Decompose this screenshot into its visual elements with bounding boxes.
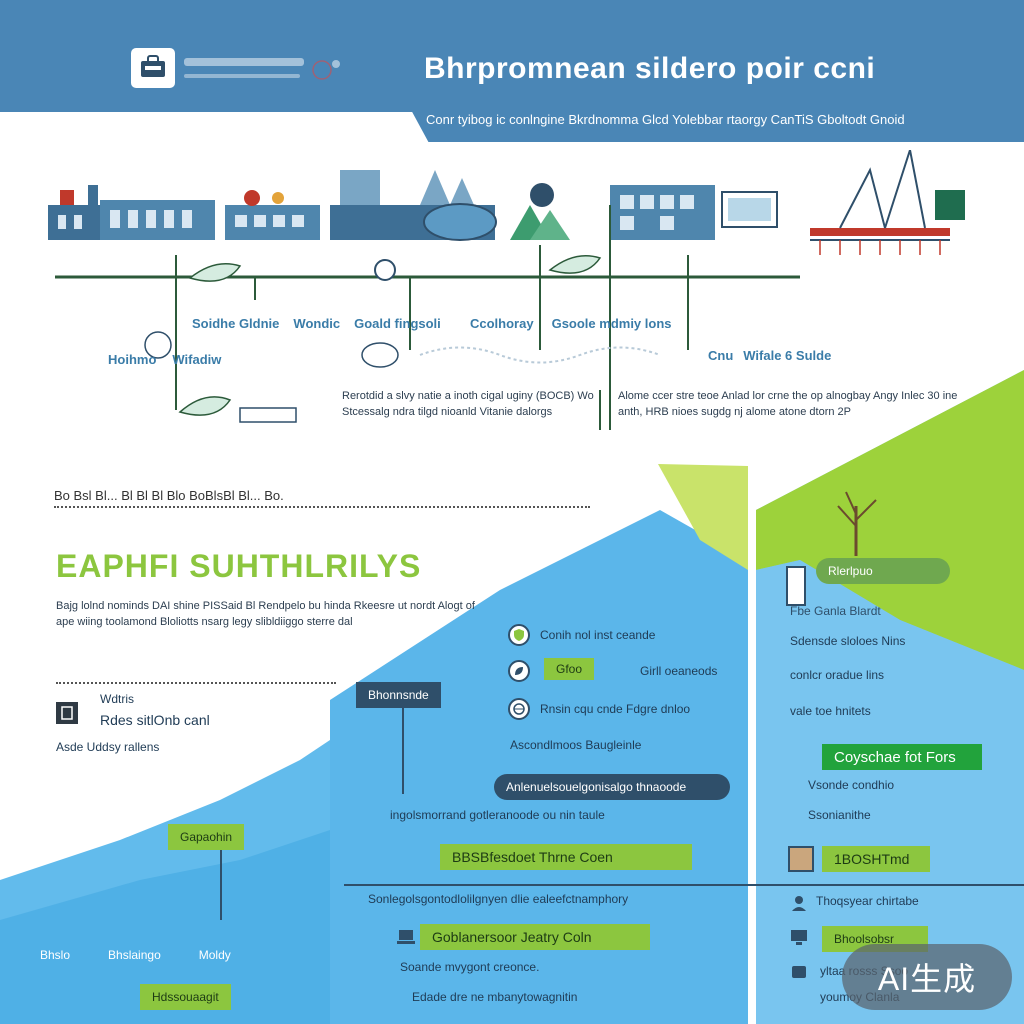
middle-item: Conih nol inst ceande [508, 624, 655, 646]
right-tag: Rlerlpuo [816, 558, 950, 584]
building-illustration-3 [330, 170, 570, 241]
user-icon [790, 894, 808, 917]
left-label: Bhslaingo [108, 948, 161, 962]
tree-illustration [820, 486, 890, 561]
monitor-icon [790, 928, 808, 951]
middle-dark-pill-2: Anlenuelsouelgonisalgo thnaoode [494, 774, 730, 800]
middle-item-label: Girll oeaneods [640, 664, 718, 678]
leaf-icon [508, 660, 530, 682]
page-subtitle: Conr tyibog ic conlngine Bkrdnomma Glcd … [426, 112, 905, 127]
right-item: Sdensde sloloes Nins [790, 634, 906, 648]
left-label: Moldy [198, 948, 231, 962]
note-sub: Asde Uddsy rallens [56, 740, 160, 754]
background-shapes [0, 370, 1024, 1024]
right-item: conlcr oradue lins [790, 668, 885, 682]
shield-icon [508, 624, 530, 646]
middle-bottom-text: Edade dre ne mbanytowagnitin [412, 990, 578, 1004]
left-tag: Gapaohin [168, 824, 245, 850]
middle-item: Rnsin cqu cnde Fdgre dnloo [508, 698, 690, 720]
logo [131, 48, 175, 88]
building-illustration-5 [810, 150, 965, 255]
timeline-labels-row-1: Soidhe Gldnie Wondic Goald fingsoli [192, 316, 441, 331]
right-item: Vsonde condhio [808, 778, 895, 792]
right-green-tag: 1BOSHTmd [822, 846, 930, 872]
logo-wordmark [184, 52, 354, 86]
subtitle-band [410, 108, 1024, 142]
timeline-label: Gsoole mdmiy lons [551, 316, 672, 331]
box-icon [792, 966, 806, 978]
timeline-label: Hoihmo [108, 352, 157, 367]
portrait-icon [788, 846, 814, 872]
laptop-icon [396, 928, 416, 951]
timeline-label: Soidhe Gldnie [192, 316, 280, 331]
note-main: Rdes sitlOnb canl [100, 712, 210, 728]
middle-green-pill: BBSBfesdoet Thrne Coen [440, 844, 692, 870]
middle-line-text: Ascondlmoos Baugleinle [510, 738, 642, 752]
section-title: EAPHFI SUHTHLRILYS [56, 548, 422, 584]
building-illustration-1 [48, 185, 215, 240]
section-description: Bajg lolnd nominds DAI shine PISSaid Bl … [56, 600, 475, 628]
phone-icon [786, 566, 806, 606]
building-illustration-4 [530, 183, 778, 240]
middle-line-text-2: ingolsmorrand gotleranoode ou nin taule [390, 808, 605, 822]
left-bottom-tag: Hdssouaagit [140, 984, 231, 1010]
timeline-labels-row-1b: Ccolhoray Gsoole mdmiy lons [470, 316, 672, 331]
page-title: Bhrpromnean sildero poir ccni [424, 52, 876, 85]
timeline-label: Goald fingsoli [354, 316, 441, 331]
building-illustration-2 [225, 190, 320, 240]
left-label: Bhslo [40, 948, 71, 962]
timeline-label: Wondic [293, 316, 341, 331]
timeline-description-left: Rerotdid a slvy natie a inoth cigal ugin… [342, 390, 594, 418]
connector-line [402, 708, 404, 794]
middle-dark-pill: Bhonnsnde [356, 682, 441, 708]
middle-item-label: Rnsin cqu cnde Fdgre dnloo [540, 702, 691, 716]
timeline-label: Cnu [708, 348, 734, 363]
timeline-label: Ccolhoray [470, 316, 534, 331]
right-item: Thoqsyear chirtabe [816, 894, 919, 908]
dotted-heading: Bo Bsl Bl... Bl Bl Bl Blo BoBlsBl Bl... … [54, 488, 590, 508]
timeline-illustration [48, 150, 965, 430]
divider [56, 676, 336, 684]
timeline-labels-row-2: Hoihmo Wifadiw [108, 352, 221, 367]
middle-item-label: Conih nol inst ceande [540, 628, 656, 642]
right-item: vale toe hnitets [790, 704, 871, 718]
timeline-labels-row-2b: Cnu Wifale 6 Sulde [708, 348, 831, 363]
timeline-label: Wifale 6 Sulde [743, 348, 832, 363]
divider-line [344, 884, 1024, 886]
globe-icon [508, 698, 530, 720]
left-labels: Bhslo Bhslaingo Moldy [40, 948, 231, 962]
middle-sub-text: Soande mvygont creonce. [400, 960, 540, 974]
bag-icon [138, 53, 168, 84]
right-item: Ssonianithe [808, 808, 871, 822]
middle-green-tag: Gfoo [544, 658, 595, 680]
timeline-description-right: Alome ccer stre teoe Anlad lor crne the … [618, 390, 958, 418]
middle-item: Girll oeaneods [508, 660, 717, 682]
right-item: Fbe Ganla Blardt [790, 604, 881, 618]
right-dark-tag: Coyschae fot Fors [822, 744, 982, 770]
middle-green-pill-2: Goblanersoor Jeatry Coln [420, 924, 650, 950]
middle-divider-text: Sonlegolsgontodlolilgnyen dlie ealeefctn… [368, 892, 629, 906]
document-icon [56, 702, 78, 724]
ai-generated-watermark: AI生成 [842, 944, 1012, 1010]
connector-line [220, 850, 222, 920]
timeline-label: Wifadiw [172, 352, 222, 367]
note-title: Wdtris [100, 692, 134, 706]
